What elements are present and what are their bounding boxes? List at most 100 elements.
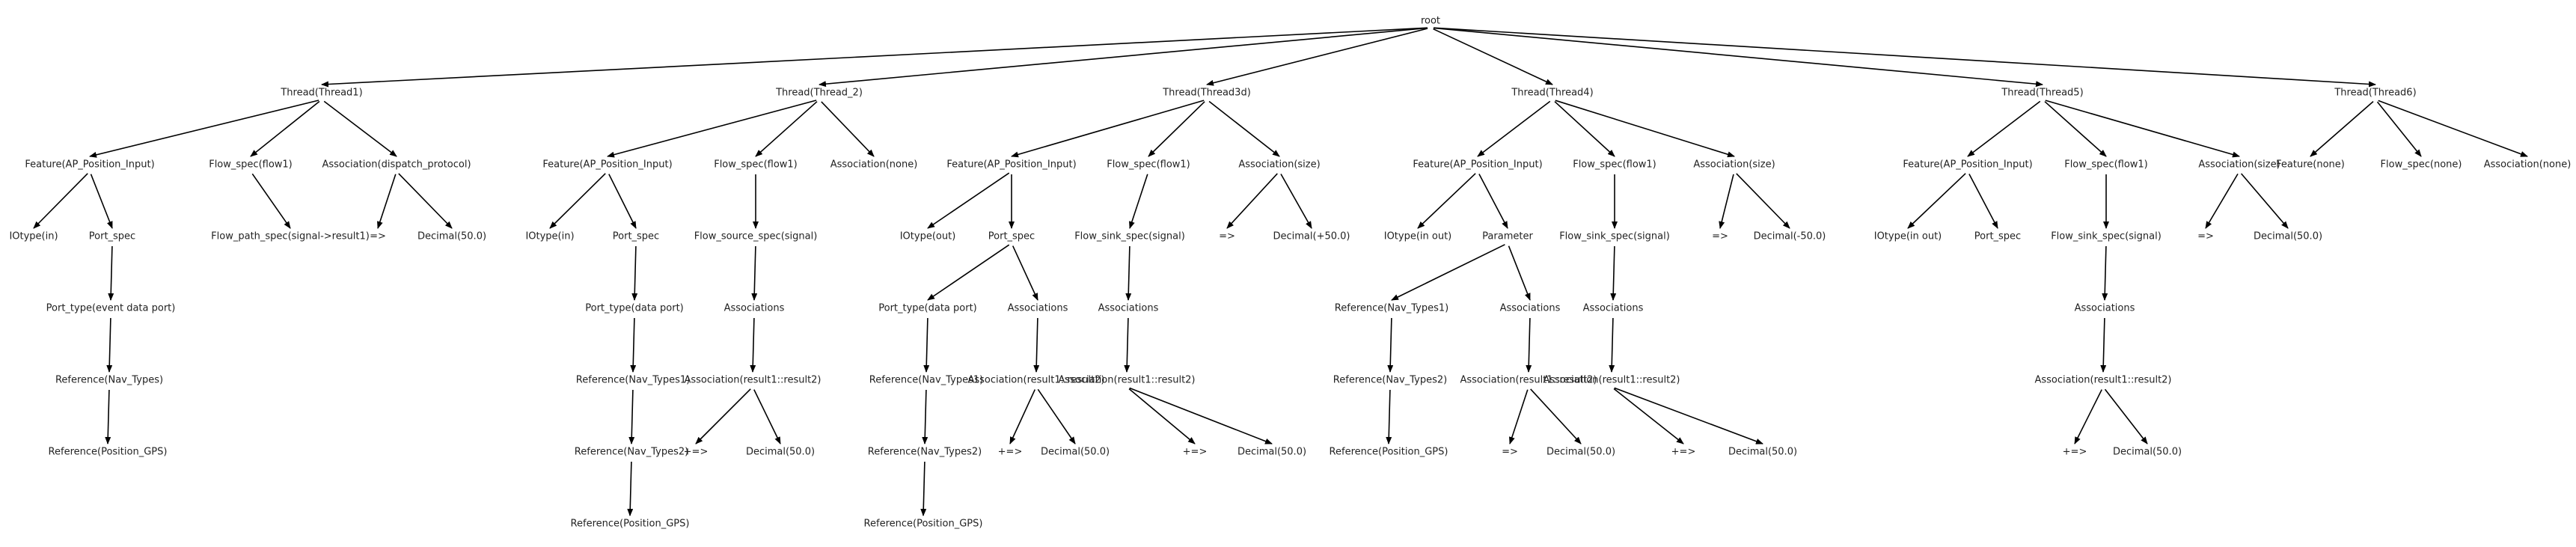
tree-edge (1391, 244, 1505, 301)
tree-edge (2205, 173, 2239, 229)
tree-node-reference-position-gps: Reference(Position_GPS) (1330, 447, 1448, 458)
tree-node-association-size: Association(size) (2198, 159, 2280, 171)
tree-node-decimal-50-0: Decimal(50.0) (1728, 447, 1797, 458)
tree-edge (2376, 101, 2422, 157)
tree-edge (2045, 100, 2240, 158)
tree-node-symbol: +=> (1183, 447, 1208, 458)
tree-node-decimal-50-0: Decimal(-50.0) (1754, 231, 1826, 242)
tree-node-thread-thread4: Thread(Thread4) (1511, 88, 1593, 99)
tree-edge (1226, 173, 1278, 229)
tree-edge (753, 389, 781, 444)
tree-edge (1433, 27, 2376, 88)
tree-edge (1386, 389, 1392, 444)
tree-edge (33, 173, 88, 229)
tree-edge (607, 100, 817, 158)
tree-node-flow-sink-spec-signal: Flow_sink_spec(signal) (1074, 231, 1185, 242)
tree-edge (1613, 388, 1684, 444)
tree-node-flow-spec-flow1: Flow_spec(flow1) (1107, 159, 1190, 171)
tree-node-symbol: => (1712, 231, 1728, 242)
tree-node-association-result1-result2: Association(result1::result2) (684, 375, 821, 386)
tree-node-associations: Associations (1583, 303, 1644, 314)
tree-edge (628, 389, 635, 444)
tree-edge (1719, 174, 1734, 229)
tree-edge (549, 173, 606, 229)
tree-edge (755, 101, 818, 157)
tree-node-association-result1-result2: Association(result1::result2) (1058, 375, 1195, 386)
tree-edge (1037, 388, 1076, 444)
tree-node-association-none: Association(none) (830, 159, 918, 171)
tree-node-feature-ap-position-input: Feature(AP_Position_Input) (946, 159, 1076, 171)
tree-edge (2102, 245, 2108, 301)
tree-node-association-result1-result2: Association(result1::result2) (1543, 375, 1680, 386)
tree-edge (321, 27, 1428, 88)
tree-edge (631, 245, 638, 301)
tree-node-flow-path-spec-signal-result1: Flow_path_spec(signal->result1) (211, 231, 370, 242)
tree-node-association-result1-result2: Association(result1::result2) (2034, 375, 2171, 386)
tree-node-port-spec: Port_spec (613, 231, 659, 242)
tree-edge (2104, 388, 2148, 444)
tree-node-association-size: Association(size) (1238, 159, 1320, 171)
tree-edge (1011, 100, 1205, 158)
tree-edge (90, 174, 113, 229)
tree-node-port-spec: Port_spec (988, 231, 1035, 242)
tree-node-flow-spec-none: Flow_spec(none) (2381, 159, 2462, 171)
tree-node-flow-spec-flow1: Flow_spec(flow1) (714, 159, 798, 171)
tree-edge (1477, 100, 1551, 157)
tree-edge (1280, 174, 1312, 229)
tree-edge (1967, 100, 2041, 157)
tree-node-reference-nav-types1: Reference(Nav_Types1) (1335, 303, 1448, 314)
tree-edge (89, 100, 319, 158)
tree-edge (251, 173, 291, 229)
tree-node-associations: Associations (2075, 303, 2135, 314)
tree-edge (927, 244, 1010, 301)
tree-node-symbol: +=> (998, 447, 1023, 458)
tree-node-flow-sink-spec-signal: Flow_sink_spec(signal) (1559, 231, 1670, 242)
tree-node-root: root (1421, 16, 1440, 27)
tree-node-symbol: => (1502, 447, 1518, 458)
tree-node-feature-ap-position-input: Feature(AP_Position_Input) (25, 159, 154, 171)
tree-edge (106, 317, 113, 373)
tree-node-reference-nav-types2: Reference(Nav_Types2) (575, 447, 688, 458)
tree-edge (2074, 389, 2102, 444)
tree-node-flow-spec-flow1: Flow_spec(flow1) (2064, 159, 2148, 171)
tree-edge (1129, 174, 1148, 229)
tree-node-reference-position-gps: Reference(Position_GPS) (49, 447, 168, 458)
tree-node-decimal-50-0: Decimal(50.0) (1041, 447, 1110, 458)
tree-edge (1433, 28, 1553, 85)
tree-edge (751, 245, 758, 301)
tree-edge (1614, 387, 1763, 444)
tree-edge (323, 100, 397, 157)
tree-edge (1508, 245, 1531, 301)
tree-node-decimal-50-0: Decimal(50.0) (2254, 231, 2322, 242)
tree-edge (1555, 100, 1735, 158)
tree-edge (108, 245, 114, 301)
tree-node-reference-nav-types1: Reference(Nav_Types1) (576, 375, 690, 386)
tree-node-symbol: +=> (2063, 447, 2087, 458)
tree-edge (922, 389, 928, 444)
tree-edge (1526, 317, 1532, 373)
tree-edge (1736, 173, 1790, 229)
tree-node-association-result1-result2: Association(result1::result2) (1460, 375, 1597, 386)
tree-edges (33, 27, 2528, 516)
tree-node-feature-ap-position-input: Feature(AP_Position_Input) (1903, 159, 2032, 171)
tree-edge (1128, 388, 1196, 444)
tree-edge (695, 388, 751, 444)
tree-node-associations: Associations (1500, 303, 1561, 314)
tree-node-association-size: Association(size) (1693, 159, 1775, 171)
tree-node-associations: Associations (1008, 303, 1068, 314)
tree-node-thread-thread6: Thread(Thread6) (2334, 88, 2416, 99)
tree-node-reference-position-gps: Reference(Position_GPS) (864, 519, 983, 530)
tree-edge (2310, 100, 2374, 157)
tree-edge (2240, 173, 2289, 229)
tree-edge (1206, 28, 1428, 86)
tree-node-port-type-data-port: Port_type(data port) (878, 303, 977, 314)
tree-edge (2100, 317, 2107, 373)
tree-edge (630, 317, 637, 373)
tree-node-iotype-in: IOtype(in) (525, 231, 574, 242)
tree-node-port-type-data-port: Port_type(data port) (585, 303, 684, 314)
tree-node-decimal-50-0: Decimal(50.0) (1546, 447, 1615, 458)
tree-edge (750, 317, 756, 373)
tree-node-iotype-in-out: IOtype(in out) (1384, 231, 1452, 242)
tree-edge (105, 389, 111, 444)
